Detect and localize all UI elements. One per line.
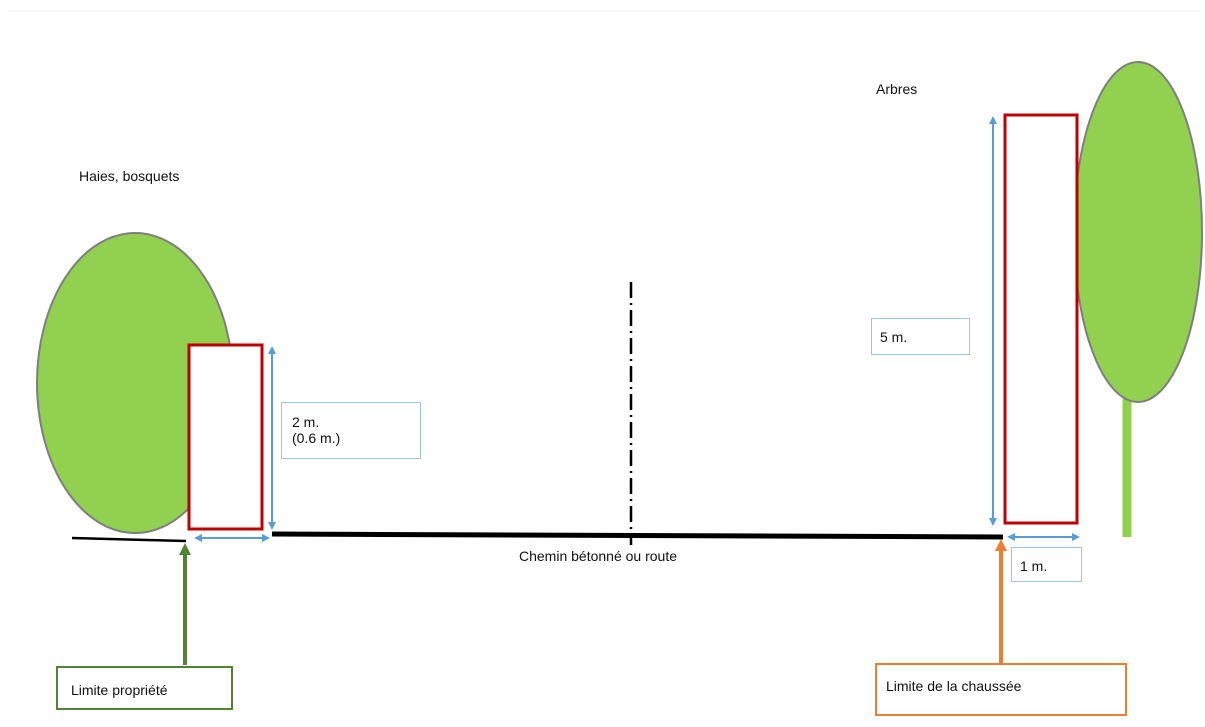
hedge-clearance-box bbox=[187, 343, 264, 531]
tree-height-value: 5 m. bbox=[880, 329, 908, 345]
road-label: Chemin bétonné ou route bbox=[519, 548, 677, 564]
hedge-height-value: 2 m. (0.6 m.) bbox=[292, 414, 341, 446]
hedges-title: Haies, bosquets bbox=[79, 168, 180, 184]
road-line bbox=[271, 531, 1004, 540]
roadway-limit-label: Limite de la chaussée bbox=[886, 678, 1022, 694]
hedge-height-box: 2 m. (0.6 m.) bbox=[281, 402, 421, 459]
ground-line-left bbox=[71, 536, 187, 543]
property-limit-label: Limite propriété bbox=[71, 682, 168, 698]
roadway-limit-box: Limite de la chaussée bbox=[875, 663, 1127, 716]
property-limit-box: Limite propriété bbox=[56, 666, 233, 710]
tree-offset-box: 1 m. bbox=[1011, 547, 1082, 582]
tree-offset-value: 1 m. bbox=[1020, 558, 1048, 574]
tree-height-box: 5 m. bbox=[871, 318, 970, 355]
tree-crown bbox=[1073, 61, 1203, 403]
tree-clearance-box bbox=[1003, 113, 1079, 525]
trees-title: Arbres bbox=[876, 81, 918, 97]
